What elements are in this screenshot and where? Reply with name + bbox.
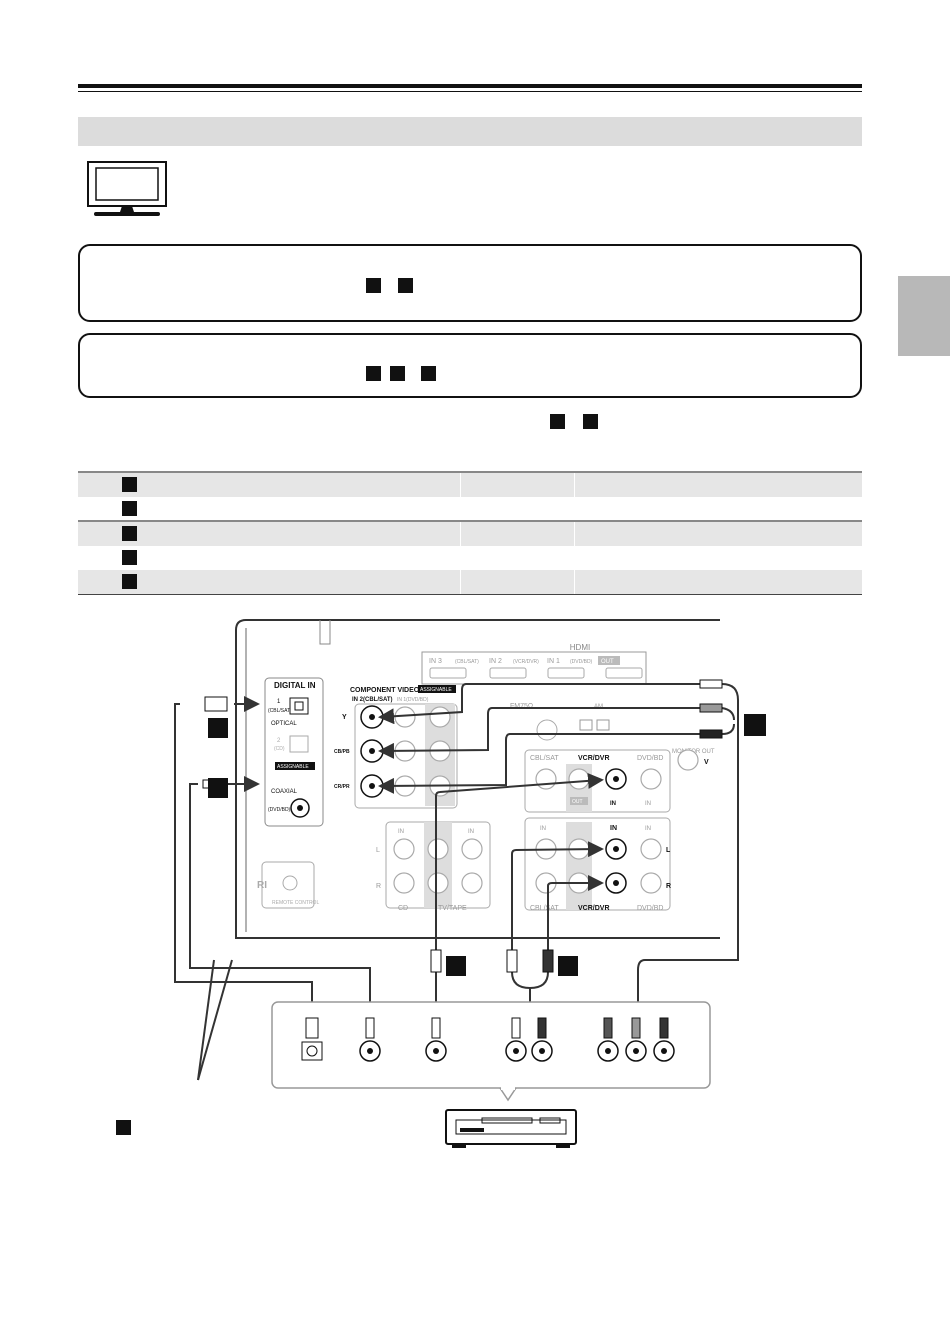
marker-square (366, 278, 381, 293)
table-row (78, 546, 862, 570)
ri-label: RI (257, 880, 267, 891)
component-cr: CR/PR (334, 784, 350, 790)
marker-square (366, 366, 381, 381)
tv-icon (87, 161, 167, 216)
hdmi-port-label: (VCR/DVR) (513, 659, 539, 665)
optical-2-label: 2 (277, 738, 281, 744)
hdmi-port-label: (CBL/SAT) (455, 659, 479, 665)
hdmi-port-label: IN 3 (429, 658, 442, 665)
header-rule-thick (78, 84, 862, 88)
assignable-label: ASSIGNABLE (277, 764, 309, 770)
cd-l-label: L (376, 847, 380, 854)
optical-1-sub: (CBL/SAT) (268, 708, 292, 714)
cbl-sat-label: CBL/SAT (530, 755, 559, 762)
tape-in-label: IN (468, 829, 474, 835)
cd-r-label: R (376, 883, 381, 890)
marker-square (583, 414, 598, 429)
component-cb: CB/PB (334, 749, 350, 755)
marker-square (390, 366, 405, 381)
connection-diagram: HDMI IN 3 (CBL/SAT) IN 2 (VCR/DVR) IN 1 … (116, 619, 766, 1148)
cbl-sat-bottom: CBL/SAT (530, 905, 559, 912)
coaxial-label: COAXIAL (271, 789, 298, 795)
component-in2: IN 2(CBL/SAT) (352, 697, 393, 703)
dvd-audio-in-label: IN (645, 826, 651, 832)
out-label: OUT (572, 799, 583, 805)
table-row (78, 473, 862, 497)
hdmi-port-label: IN 1 (547, 658, 560, 665)
dvd-bd-bottom: DVD/BD (637, 905, 663, 912)
coaxial-sub: (DVD/BD) (268, 807, 291, 813)
optical-label: OPTICAL (271, 721, 297, 727)
optical-2-sub: (CD) (274, 746, 285, 752)
note-box-2 (78, 333, 862, 398)
component-in1: IN 1(DVD/BD) (397, 697, 429, 703)
table-rule (78, 520, 862, 522)
remote-control-label: REMOTE CONTROL (272, 900, 319, 906)
marker-square (550, 414, 565, 429)
header-rule-thin (78, 91, 862, 92)
table-rule (78, 594, 862, 595)
r-label: R (666, 883, 671, 890)
hdmi-port-label: OUT (601, 659, 614, 665)
dvd-in-label: IN (645, 801, 651, 807)
hdmi-port-label: (DVD/BD) (570, 659, 593, 665)
table-rule (78, 471, 862, 473)
component-video-label: COMPONENT VIDEO (350, 687, 420, 694)
vcr-dvr-bottom: VCR/DVR (578, 905, 610, 912)
assignable-label: ASSIGNABLE (420, 687, 452, 693)
vcr-audio-in-label: IN (610, 825, 617, 832)
tv-tape-label: TV/TAPE (438, 905, 467, 912)
chapter-side-tab (898, 276, 950, 356)
dvd-bd-label: DVD/BD (637, 755, 663, 762)
table-row (78, 497, 862, 521)
section-heading-band (78, 117, 862, 146)
cd-label: CD (398, 905, 408, 912)
marker-square (421, 366, 436, 381)
digital-in-label: DIGITAL IN (274, 681, 316, 690)
audio-in-label: IN (540, 826, 546, 832)
l-label: L (666, 847, 671, 854)
table-row (78, 522, 862, 546)
table-row (78, 570, 862, 594)
vcr-in-label: IN (610, 801, 616, 807)
vcr-dvr-label: VCR/DVR (578, 755, 610, 762)
hdmi-label: HDMI (570, 643, 590, 652)
component-y: Y (342, 714, 347, 721)
cd-in-label: IN (398, 829, 404, 835)
fm-label: FM75Ω (510, 703, 533, 710)
marker-square (398, 278, 413, 293)
note-box-1 (78, 244, 862, 322)
optical-1-label: 1 (277, 699, 281, 705)
v-label: V (704, 759, 709, 766)
hdmi-port-label: IN 2 (489, 658, 502, 665)
